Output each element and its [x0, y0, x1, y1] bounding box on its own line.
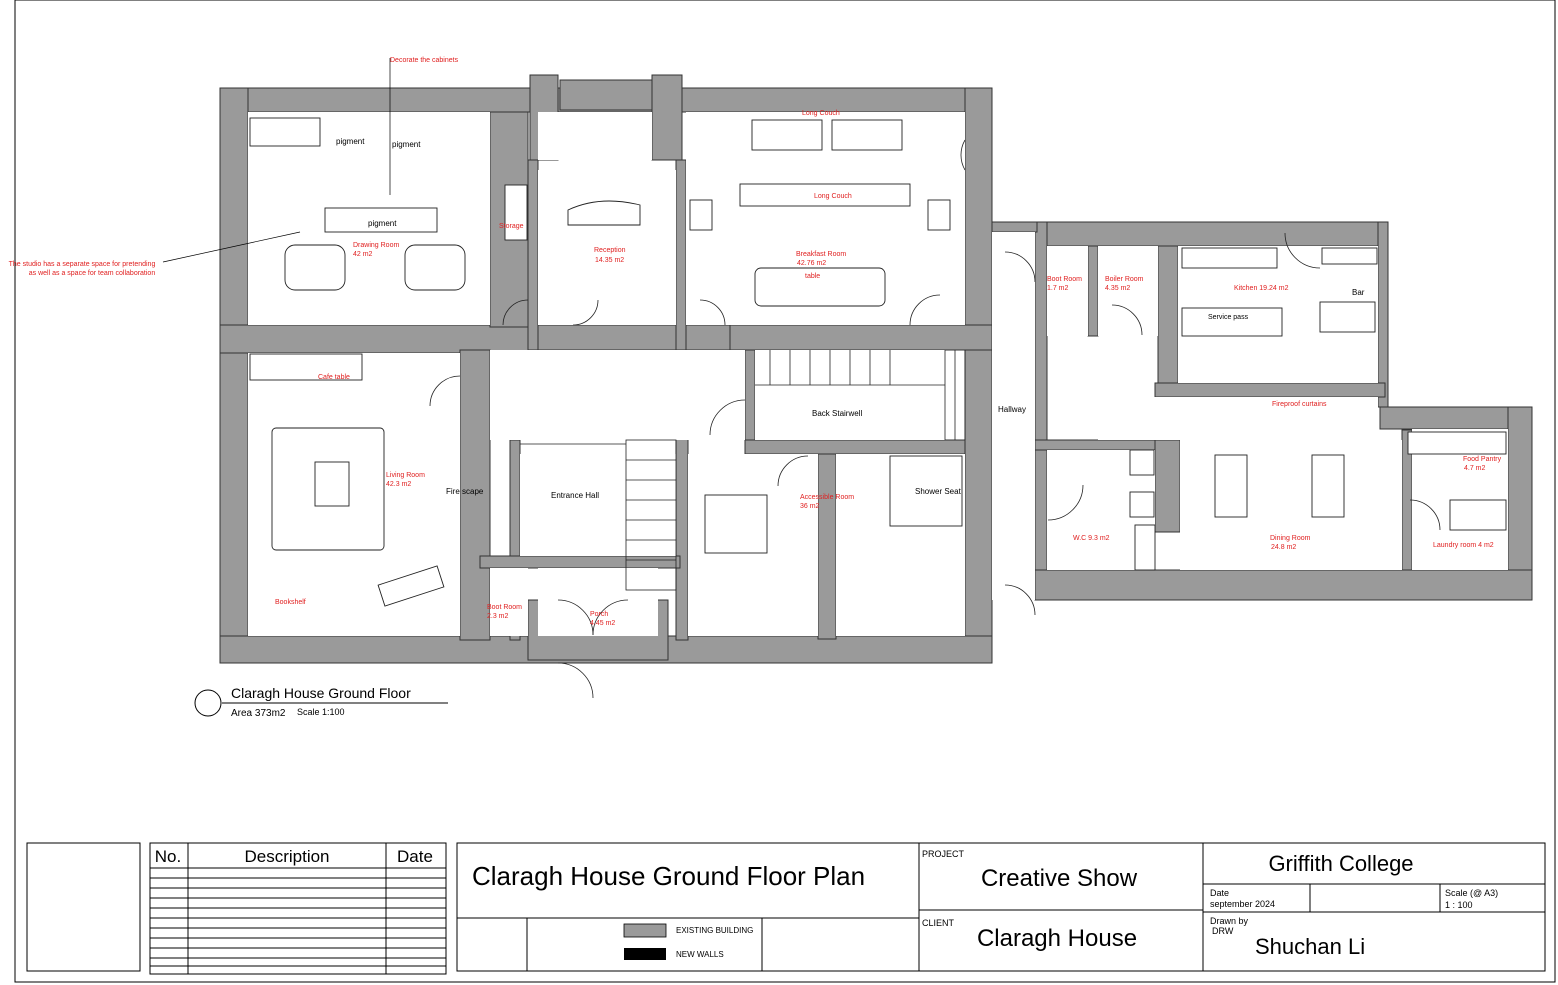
label-food-pantry-area: 4.7 m2 — [1464, 465, 1486, 472]
label-drawing-room: Drawing Room — [353, 242, 399, 249]
legend-existing-label: EXISTING BUILDING — [676, 926, 753, 935]
label-porch: Porch — [590, 611, 608, 618]
drawn-by-label: Drawn by — [1210, 916, 1249, 926]
rev-header-no: No. — [155, 847, 181, 866]
label-boot-room-2-area: 2.3 m2 — [487, 613, 509, 620]
label-drawing-room-area: 42 m2 — [353, 251, 373, 258]
furniture — [249, 117, 1507, 607]
rev-header-date: Date — [397, 847, 433, 866]
label-pigment-1: pigment — [336, 137, 365, 146]
note-studio-2: as well as a space for team collaboratio… — [29, 270, 156, 277]
title-block — [26, 842, 1546, 975]
scale-value: 1 : 100 — [1445, 900, 1473, 910]
label-dining-room: Dining Room — [1270, 535, 1311, 542]
label-boiler-room-area: 4.35 m2 — [1105, 285, 1130, 292]
label-wc: W.C 9.3 m2 — [1073, 535, 1110, 542]
entrance-stairs — [520, 439, 677, 591]
label-entrance-hall: Entrance Hall — [551, 491, 599, 500]
label-fireproof-curtains: Fireproof curtains — [1272, 401, 1327, 408]
door-swings — [429, 139, 1441, 699]
label-bookshelf: Bookshelf — [275, 599, 306, 606]
label-fire-scape: Fire scape — [446, 487, 484, 496]
project-label: PROJECT — [922, 849, 965, 859]
institution-name: Griffith College — [1268, 851, 1413, 876]
title-block-text: No. Description Date Claragh House Groun… — [155, 847, 1498, 959]
scale-label: Scale (@ A3) — [1445, 888, 1498, 898]
label-laundry-room: Laundry room 4 m2 — [1433, 542, 1494, 549]
label-table: table — [805, 273, 820, 280]
date-value: september 2024 — [1210, 899, 1275, 909]
label-porch-area: 4.45 m2 — [590, 620, 615, 627]
label-boiler-room: Boiler Room — [1105, 276, 1144, 283]
rev-header-description: Description — [244, 847, 329, 866]
back-stairs — [755, 350, 966, 440]
drawn-by-name: Shuchan Li — [1255, 934, 1365, 959]
label-long-couch-1: Long Couch — [802, 110, 840, 117]
plan-caption: Claragh House Ground Floor Area 373m2 Sc… — [194, 685, 448, 719]
note-cabinets: Decorate the cabinets — [390, 57, 459, 64]
legend-new-label: NEW WALLS — [676, 950, 724, 959]
label-shower-seat: Shower Seat — [915, 487, 962, 496]
plan-caption-scale: Scale 1:100 — [297, 707, 345, 717]
label-living-room-area: 42.3 m2 — [386, 481, 411, 488]
studio-leader — [162, 231, 301, 263]
label-boot-room-2: Boot Room — [487, 604, 522, 611]
drawing-title: Claragh House Ground Floor Plan — [472, 861, 865, 891]
label-dining-room-area: 24.8 m2 — [1271, 544, 1296, 551]
label-back-stairwell: Back Stairwell — [812, 409, 862, 418]
label-long-couch-2: Long Couch — [814, 193, 852, 200]
label-hallway: Hallway — [998, 405, 1026, 414]
label-accessible-room: Accessible Room — [800, 494, 854, 501]
label-service-pass: Service pass — [1208, 314, 1249, 321]
label-reception: Reception — [594, 247, 626, 254]
plan-caption-title: Claragh House Ground Floor — [231, 685, 411, 701]
label-food-pantry: Food Pantry — [1463, 456, 1502, 463]
label-pigment-3: pigment — [368, 219, 397, 228]
date-label: Date — [1210, 888, 1229, 898]
client-label: CLIENT — [922, 918, 955, 928]
plan-caption-area: Area 373m2 — [231, 708, 286, 719]
room-labels: Decorate the cabinets The studio has a s… — [9, 57, 1502, 627]
legend-existing-swatch — [623, 923, 667, 938]
label-accessible-room-area: 36 m2 — [800, 503, 820, 510]
sheet-border — [14, 0, 1556, 983]
label-boot-room-1-area: 1.7 m2 — [1047, 285, 1069, 292]
legend-new-swatch — [624, 948, 666, 960]
label-breakfast-room-area: 42.76 m2 — [797, 260, 826, 267]
label-boot-room-1: Boot Room — [1047, 276, 1082, 283]
label-kitchen: Kitchen 19.24 m2 — [1234, 285, 1289, 292]
label-breakfast-room: Breakfast Room — [796, 251, 846, 258]
project-name: Creative Show — [981, 865, 1138, 892]
drw-label: DRW — [1212, 926, 1234, 936]
client-name: Claragh House — [977, 925, 1137, 952]
east-wing-walls — [991, 221, 1533, 601]
label-pigment-2: pigment — [392, 140, 421, 149]
label-reception-area: 14.35 m2 — [595, 257, 624, 264]
label-bar: Bar — [1352, 288, 1365, 297]
note-studio-1: The studio has a separate space for pret… — [9, 261, 156, 268]
label-living-room: Living Room — [386, 472, 425, 479]
label-storage: Storage — [499, 223, 524, 230]
label-cafe-table: Cafe table — [318, 374, 350, 381]
